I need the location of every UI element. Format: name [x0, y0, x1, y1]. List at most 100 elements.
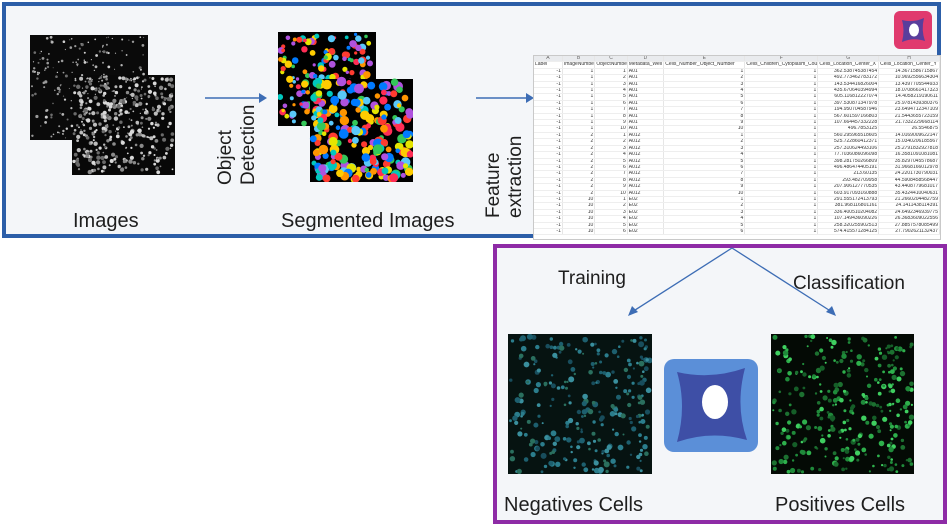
sheet-cell: 1: [562, 106, 596, 114]
sheet-cell: 1: [744, 202, 819, 210]
cell-nucleus: [160, 92, 164, 96]
negative-cell: [583, 467, 589, 473]
negative-cell: [549, 337, 553, 341]
positive-cell: [909, 381, 914, 387]
positive-cell: [796, 468, 801, 473]
sheet-cell: -1: [534, 87, 563, 95]
segmented-cell: [343, 51, 351, 59]
positive-cell: [886, 403, 890, 407]
sheet-cell: 560.295965518605: [817, 132, 880, 140]
cell-nucleus: [140, 97, 143, 100]
segmented-cell: [345, 70, 349, 74]
cell-nucleus: [114, 85, 118, 89]
sheet-cell: B: [562, 56, 596, 63]
cell-nucleus: [55, 75, 58, 78]
segmented-cell: [312, 63, 316, 67]
positive-cell: [778, 408, 782, 413]
cell-nucleus: [141, 126, 144, 128]
negative-cell: [613, 407, 619, 412]
negative-cell: [520, 335, 526, 342]
cell-nucleus: [95, 87, 98, 90]
cell-nucleus: [64, 48, 66, 51]
cell-nucleus: [57, 131, 59, 134]
cell-nucleus: [106, 105, 109, 108]
positive-cell: [900, 438, 905, 443]
segmented-cell: [365, 55, 371, 60]
cell-nucleus: [36, 73, 39, 76]
negative-cell: [638, 420, 641, 424]
cell-nucleus: [91, 132, 95, 136]
positive-cell: [785, 428, 790, 433]
cell-nucleus: [147, 127, 151, 130]
segmented-cell: [323, 55, 328, 60]
cell-nucleus: [128, 159, 133, 164]
positive-cell: [872, 415, 877, 421]
positive-cell: [895, 470, 899, 473]
sheet-cell: Label: [534, 61, 563, 69]
segmented-cell: [328, 60, 336, 68]
negative-cell: [518, 353, 524, 359]
cell-nucleus: [31, 134, 34, 137]
cell-nucleus: [155, 149, 158, 151]
segmented-cell: [315, 174, 323, 181]
cell-nucleus: [82, 133, 86, 137]
sheet-cell: 24.1411438114391: [878, 202, 940, 210]
positive-cell: [909, 462, 914, 466]
segmented-cell: [351, 125, 361, 136]
cell-nucleus: [102, 50, 106, 54]
negative-cell: [581, 415, 584, 418]
positive-cell: [778, 390, 782, 394]
negative-cell: [616, 394, 621, 400]
cell-nucleus: [75, 158, 80, 163]
cell-nucleus: [58, 125, 61, 128]
positive-cell: [866, 383, 872, 388]
cell-nucleus: [52, 133, 55, 136]
sheet-cell: 496.486474405191: [817, 164, 880, 172]
positive-cell: [871, 402, 877, 407]
cell-nucleus: [85, 85, 89, 89]
cell-nucleus: [46, 109, 49, 112]
positive-cell: [849, 399, 852, 402]
cell-nucleus: [105, 43, 108, 46]
positive-cell: [890, 388, 896, 394]
positive-cell: [782, 345, 787, 350]
cell-nucleus: [92, 139, 95, 142]
cell-nucleus: [108, 105, 113, 109]
positive-cell: [877, 391, 882, 396]
object-detection-label-line1: Object: [215, 130, 236, 185]
negative-cell: [591, 400, 596, 405]
positive-cell: [881, 354, 888, 360]
cell-nucleus: [44, 67, 47, 70]
cell-nucleus: [87, 106, 92, 111]
positive-cell: [899, 408, 903, 411]
cell-nucleus: [81, 74, 84, 77]
sheet-cell: A012: [627, 190, 665, 197]
negative-cell: [540, 442, 545, 447]
cell-nucleus: [82, 123, 85, 126]
positive-cell: [775, 446, 780, 451]
negative-cell: [548, 460, 554, 466]
negative-cell: [550, 383, 556, 389]
cell-nucleus: [105, 114, 110, 118]
cell-nucleus: [163, 96, 166, 100]
segmented-cell: [309, 50, 316, 56]
cell-nucleus: [142, 54, 144, 56]
negative-cell: [639, 459, 642, 462]
cell-nucleus: [108, 108, 111, 112]
sheet-cell: 1: [594, 68, 628, 76]
segmented-cell: [340, 98, 349, 107]
sheet-cell: A01: [627, 125, 665, 133]
cell-nucleus: [104, 124, 109, 129]
positive-cell: [800, 470, 805, 474]
segmented-cell: [336, 76, 347, 87]
negative-cell: [618, 345, 621, 348]
segmented-cell: [301, 120, 307, 127]
